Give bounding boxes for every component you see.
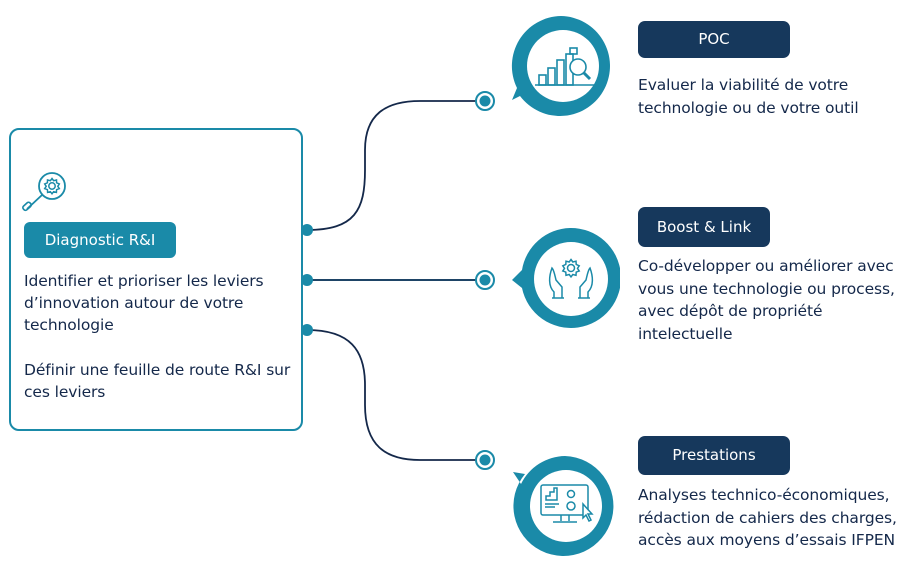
prestations-description: Analyses technico-économiques, rédaction… bbox=[638, 486, 897, 549]
boost-link-bubble bbox=[512, 227, 620, 328]
monitor-dashboard-cursor-icon bbox=[540, 484, 594, 523]
poc-tag: POC bbox=[638, 21, 790, 58]
poc-bubble bbox=[511, 16, 610, 116]
target-dot-prestations bbox=[475, 450, 495, 470]
source-dot-poc bbox=[301, 224, 313, 236]
prestations-tag: Prestations bbox=[638, 436, 790, 475]
connector-prestations bbox=[306, 329, 478, 461]
hands-gear-icon bbox=[548, 258, 594, 299]
boost-link-description: Co-développer ou améliorer avec vous une… bbox=[638, 257, 895, 343]
target-dot-boost-link bbox=[475, 270, 495, 290]
target-dot-poc bbox=[475, 91, 495, 111]
connector-poc bbox=[306, 100, 478, 231]
diagnostic-description-2: Définir une feuille de route R&I sur ces… bbox=[24, 361, 291, 401]
poc-description: Evaluer la viabilité de votre technologi… bbox=[638, 76, 859, 117]
prestations-bubble bbox=[513, 456, 614, 556]
magnifier-gear-icon bbox=[22, 172, 66, 212]
diagnostic-tag: Diagnostic R&I bbox=[24, 222, 176, 258]
diagnostic-description-1: Identifier et prioriser les leviers d’in… bbox=[24, 272, 264, 334]
boost-link-tag: Boost & Link bbox=[638, 207, 770, 247]
diagnostic-card bbox=[9, 128, 303, 431]
bar-chart-magnifier-icon bbox=[535, 47, 594, 86]
source-dot-boost-link bbox=[301, 274, 313, 286]
source-dot-prestations bbox=[301, 324, 313, 336]
